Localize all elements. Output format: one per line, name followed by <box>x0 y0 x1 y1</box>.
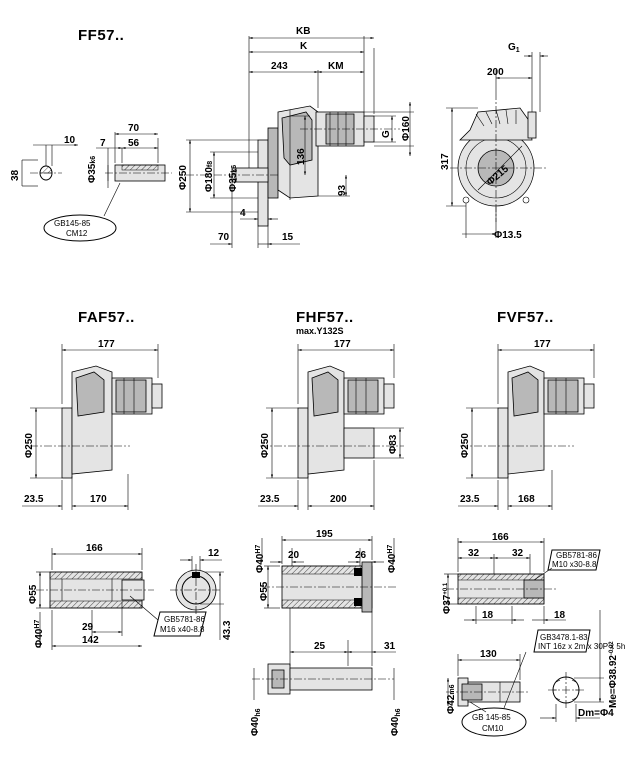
fvf-shaft-note1: GB5781-86 <box>556 551 597 560</box>
dim-fvf-177: 177 <box>534 339 551 350</box>
dim-fvf-shaft-me: Me=Φ38.92-0.02 <box>608 641 619 708</box>
dim-faf-23-5: 23.5 <box>24 494 44 505</box>
fvf57-side-view: 177 Φ250 23.5 168 <box>458 339 595 510</box>
dim-ff-243: 243 <box>271 61 288 72</box>
dim-ff-d180: Φ180f8 <box>204 161 215 192</box>
dim-ff-93: 93 <box>337 184 348 196</box>
dim-ff-g1: G1 <box>508 42 520 54</box>
dim-fvf-shaft-32b: 32 <box>512 548 524 559</box>
fvf-shaft-note2: M10 x30-8.8 <box>552 560 597 569</box>
dim-ff-d13-5: Φ13.5 <box>494 230 522 241</box>
dim-fhf-shaft-d40r: Φ40H7 <box>387 545 398 573</box>
dim-ff-317: 317 <box>440 153 451 170</box>
faf-shaft-note2: M16 x40-8.8 <box>160 625 205 634</box>
dim-key-d35: Φ35k6 <box>87 156 98 183</box>
faf57-hollow-shaft-section: 166 Φ55 Φ40H7 29 142 12 43.3 GB5781-86 M… <box>28 543 233 650</box>
dim-faf-shaft-d55: Φ55 <box>28 584 39 604</box>
dim-ff-4: 4 <box>240 208 246 219</box>
dim-fvf-d250: Φ250 <box>460 433 471 458</box>
dim-fhf-shaft-d40l: Φ40H7 <box>255 545 266 573</box>
dim-ff-d35: Φ35k6 <box>228 165 239 192</box>
dim-key-56: 56 <box>128 138 140 149</box>
dim-fhf-23-5: 23.5 <box>260 494 280 505</box>
dim-faf-177: 177 <box>98 339 115 350</box>
dim-fvf-shaft-130: 130 <box>480 649 497 660</box>
dim-fvf-23-5: 23.5 <box>460 494 480 505</box>
dim-faf-shaft-12: 12 <box>208 548 220 559</box>
fvf-shaft-note4: INT 16z x 2m x 30P x 5h <box>538 642 625 651</box>
dim-ff-d250: Φ250 <box>178 165 189 190</box>
dim-fhf-shaft-d55: Φ55 <box>259 581 270 601</box>
ff57-side-view: KB K 243 KM G Φ160 136 93 Φ250 Φ180f8 Φ3… <box>178 26 414 248</box>
dim-faf-shaft-142: 142 <box>82 635 99 646</box>
dim-key-10: 10 <box>64 135 76 146</box>
dim-ff-km: KM <box>328 61 344 72</box>
dim-ff-g: G <box>381 130 392 138</box>
dim-fvf-shaft-d37: Φ37+0.1 <box>442 582 453 614</box>
dim-key-38: 38 <box>10 169 21 181</box>
dim-faf-shaft-166: 166 <box>86 543 103 554</box>
dim-ff-200: 200 <box>487 67 504 78</box>
fhf57-shaft-section: 195 20 26 Φ55 Φ40H7 Φ40H7 25 31 Φ40h6 <box>250 529 402 736</box>
dim-fhf-shaft-26: 26 <box>355 550 367 561</box>
dim-fvf-shaft-18a: 18 <box>482 610 494 621</box>
dim-faf-d250: Φ250 <box>24 433 35 458</box>
fvf-shaft-std-line1: GB 145-85 <box>472 713 511 722</box>
dim-fhf-shaft-25: 25 <box>314 641 326 652</box>
dim-faf-shaft-43-3: 43.3 <box>222 620 233 640</box>
dim-fhf-d83: Φ83 <box>388 434 399 454</box>
title-fhf57: FHF57.. <box>296 309 354 326</box>
dim-ff-d160: Φ160 <box>401 116 412 141</box>
dim-ff-kb: KB <box>296 26 310 37</box>
key-std-line2: CM12 <box>66 229 88 238</box>
dim-fhf-200: 200 <box>330 494 347 505</box>
dim-fhf-shaft-31: 31 <box>384 641 396 652</box>
dim-fhf-d250: Φ250 <box>260 433 271 458</box>
dim-fvf-shaft-d42: Φ42m6 <box>446 684 457 714</box>
dim-ff-k: K <box>300 41 308 52</box>
dim-fvf-shaft-dm: Dm=Φ4 <box>578 708 614 719</box>
ff57-end-view: Φ215 Φ13.5 200 G1 317 <box>440 42 548 241</box>
fhf57-motor-limit: max.Y132S <box>296 326 344 336</box>
dim-ff-136: 136 <box>296 148 307 165</box>
dim-fhf-shaft-d40bl: Φ40h6 <box>250 708 262 736</box>
dim-key-70: 70 <box>128 123 140 134</box>
title-faf57: FAF57.. <box>78 309 135 326</box>
key-std-line1: GB145-85 <box>54 219 91 228</box>
dim-fvf-168: 168 <box>518 494 535 505</box>
dim-fvf-shaft-32a: 32 <box>468 548 480 559</box>
dim-key-7: 7 <box>100 138 106 149</box>
faf-shaft-note1: GB5781-86 <box>164 615 205 624</box>
title-ff57: FF57.. <box>78 27 124 44</box>
dim-faf-shaft-29: 29 <box>82 622 94 633</box>
dim-fhf-shaft-d40br: Φ40h6 <box>390 708 402 736</box>
dim-faf-170: 170 <box>90 494 107 505</box>
fvf-shaft-std-line2: CM10 <box>482 724 504 733</box>
dim-ff-70: 70 <box>218 232 230 243</box>
dim-fhf-shaft-20: 20 <box>288 550 300 561</box>
fvf57-shaft-section: 166 32 32 GB5781-86 M10 x30-8.8 Φ37+0.1 … <box>442 532 625 737</box>
dim-fhf-177: 177 <box>334 339 351 350</box>
faf57-side-view: 177 Φ250 23.5 170 <box>22 339 163 510</box>
dim-faf-shaft-d40: Φ40H7 <box>34 620 45 648</box>
fhf57-side-view: 177 Φ250 Φ83 23.5 200 <box>258 339 404 510</box>
dim-fvf-shaft-18b: 18 <box>554 610 566 621</box>
dim-fvf-shaft-166: 166 <box>492 532 509 543</box>
dim-fhf-shaft-195: 195 <box>316 529 333 540</box>
fvf-shaft-note3: GB3478.1-83 <box>540 633 588 642</box>
title-fvf57: FVF57.. <box>497 309 554 326</box>
key-detail-view: 10 38 7 56 70 Φ35k6 GB145-85 CM12 <box>10 123 172 242</box>
dim-ff-15: 15 <box>282 232 294 243</box>
